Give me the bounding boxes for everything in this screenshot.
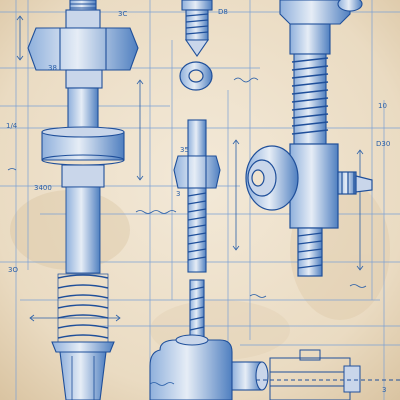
label-38: 38 bbox=[48, 64, 57, 72]
label-3c: 3C bbox=[118, 10, 127, 18]
label-3-bottom: 3 bbox=[382, 386, 386, 394]
section-detail-sketch bbox=[256, 349, 400, 400]
handwritten-scribbles bbox=[7, 77, 367, 386]
label-35: 35 bbox=[180, 146, 189, 154]
label-3400: 3400 bbox=[34, 184, 52, 192]
washer bbox=[179, 61, 213, 91]
threaded-rod-with-nut bbox=[173, 119, 221, 341]
pipe-tee-fitting bbox=[245, 143, 373, 277]
label-10: 10 bbox=[378, 102, 387, 110]
hex-nut-bolt-assembly bbox=[27, 0, 139, 400]
annotation-labels: 3C D8 38 1/4 35 3 D30 3400 3O 10 3 bbox=[6, 8, 390, 394]
label-d8: D8 bbox=[218, 8, 228, 16]
label-1-4: 1/4 bbox=[6, 122, 18, 130]
label-3: 3 bbox=[176, 190, 180, 198]
label-3o: 3O bbox=[8, 266, 18, 274]
tall-bolt-assembly bbox=[279, 0, 363, 145]
label-d30: D30 bbox=[376, 140, 390, 148]
elbow-fitting bbox=[149, 334, 269, 400]
small-threaded-screw bbox=[181, 0, 213, 57]
